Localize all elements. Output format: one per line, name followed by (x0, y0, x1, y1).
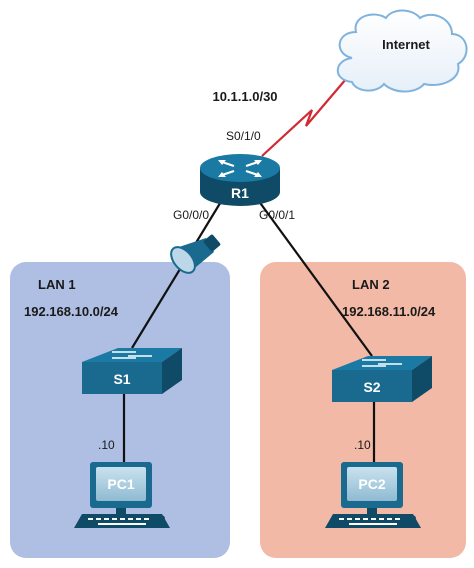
router-if-right-label: G0/0/1 (259, 208, 295, 222)
switch-s2-icon (332, 356, 432, 402)
router-if-left-label: G0/0/0 (173, 208, 209, 222)
switch-s2-label: S2 (363, 379, 380, 395)
wan-network-label: 10.1.1.0/30 (212, 89, 277, 104)
lan2-area (260, 262, 466, 558)
pc2-icon (325, 462, 421, 528)
lan1-area (10, 262, 230, 558)
pc1-icon (74, 462, 170, 528)
router-r1-icon (200, 154, 280, 206)
cable-r1-s2 (257, 199, 373, 357)
lan1-name: LAN 1 (38, 277, 76, 292)
lan2-name: LAN 2 (352, 277, 390, 292)
pc1-host-address: .10 (98, 438, 115, 452)
router-r1-label: R1 (231, 185, 249, 201)
switch-s1-label: S1 (113, 371, 130, 387)
switch-s1-icon (82, 348, 182, 394)
lan1-network: 192.168.10.0/24 (24, 304, 119, 319)
lan2-network: 192.168.11.0/24 (342, 304, 436, 319)
pc2-label: PC2 (358, 476, 385, 492)
internet-cloud-icon (336, 9, 468, 93)
packet-sniffer-icon (170, 234, 221, 274)
internet-label: Internet (382, 37, 430, 52)
cable-r1-s1 (131, 199, 223, 349)
wan-interface-label: S0/1/0 (226, 129, 261, 143)
wan-serial-link (261, 71, 353, 157)
pc1-label: PC1 (107, 476, 134, 492)
pc2-host-address: .10 (354, 438, 371, 452)
